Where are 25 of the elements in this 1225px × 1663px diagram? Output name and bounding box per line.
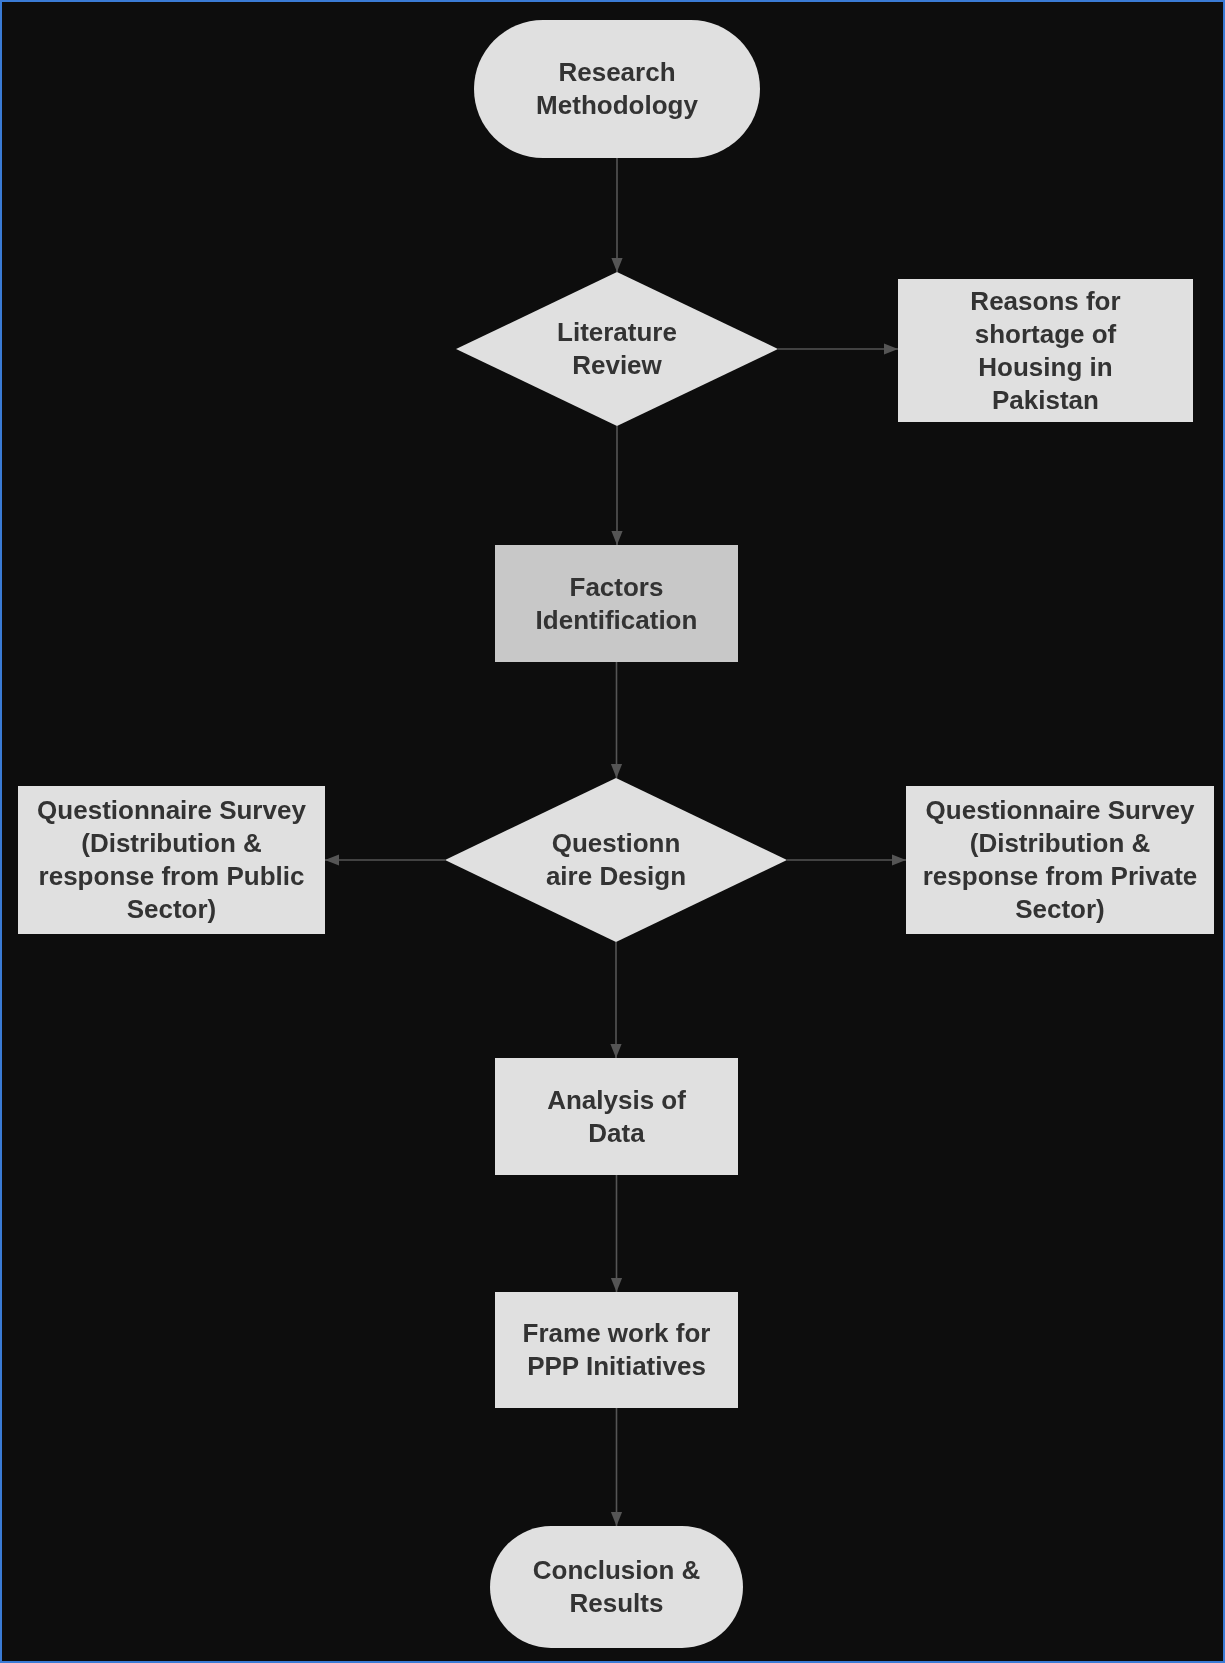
node-label: Reasons for shortage of Housing in Pakistan [969,284,1122,417]
node-label: Factors Identification [534,570,699,637]
arrow [610,941,622,1059]
node-label: Literature Review [556,316,678,382]
process-box [906,786,1214,934]
arrow [611,157,623,273]
process-box [495,1292,738,1408]
node-label: Analysis of Data [546,1083,687,1150]
process-box [898,279,1193,422]
arrow [610,1174,623,1293]
arrow [610,1407,623,1527]
arrow [611,425,623,546]
arrow [777,343,899,355]
process-box [495,545,738,662]
arrow [610,661,623,779]
arrow [786,854,907,866]
node-label: Questionn aire Design [544,827,688,893]
process-box [495,1058,738,1175]
node-label: Questionnaire Survey (Distribution & response from Public Sector) [36,794,307,926]
node-label: Frame work for PPP Initiatives [521,1317,712,1383]
node-label: Conclusion & Results [531,1554,702,1620]
arrow [324,854,446,866]
node-label: Research Methodology [535,56,699,122]
process-box [18,786,325,934]
node-label: Questionnaire Survey (Distribution & response from Private Sector) [921,794,1199,926]
